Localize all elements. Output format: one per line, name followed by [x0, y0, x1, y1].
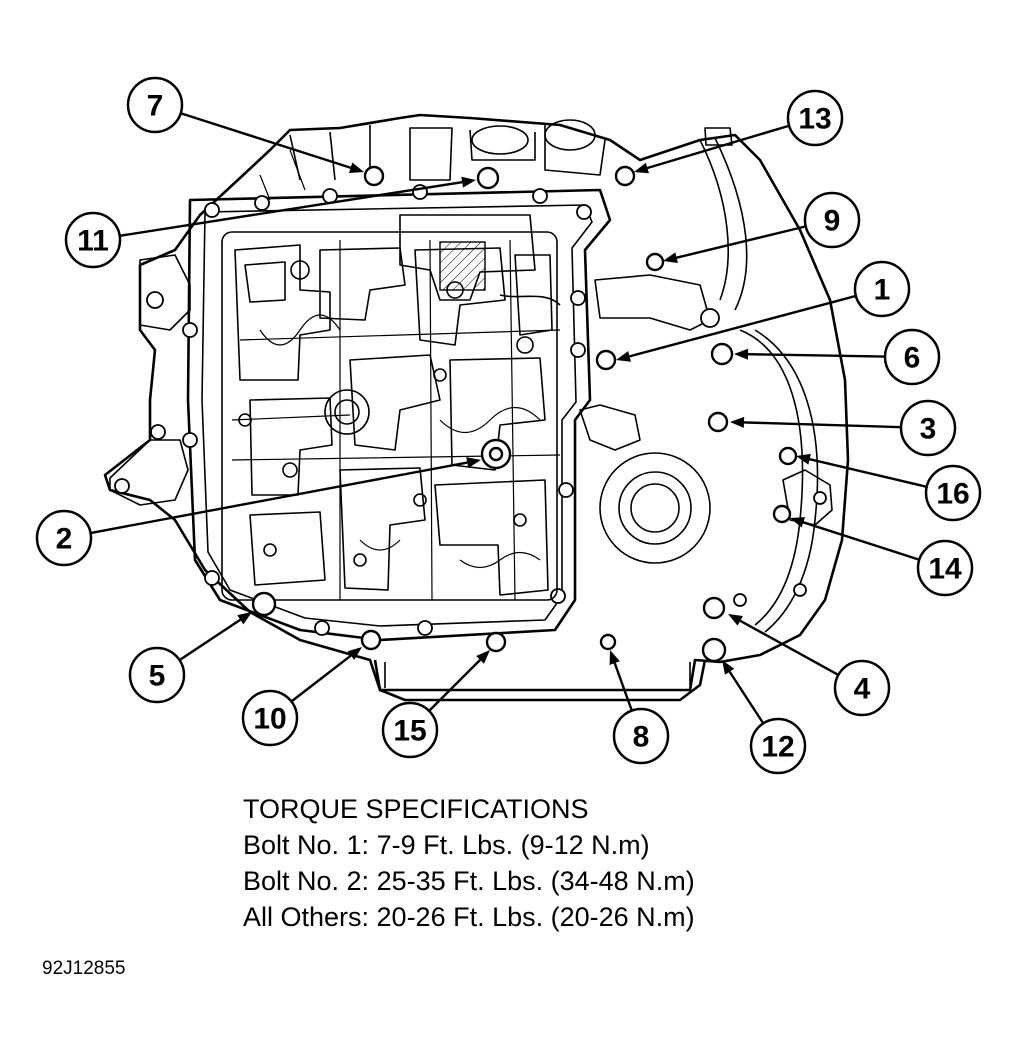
callout-3: 3: [899, 399, 957, 457]
leader-line-5: [178, 618, 241, 662]
figure-id: 92J12855: [42, 958, 126, 979]
arrowhead-1: [616, 351, 631, 362]
arrowhead-15: [476, 650, 490, 664]
callout-circle: [126, 76, 184, 134]
callout-number: 11: [77, 225, 109, 258]
callout-number: 5: [149, 660, 166, 693]
callout-5: 5: [128, 646, 186, 704]
leader-line-11: [119, 180, 463, 238]
callout-1: 1: [853, 260, 911, 318]
arrowhead-6: [734, 348, 749, 360]
callout-8: 8: [612, 707, 670, 765]
callout-number: 7: [147, 90, 164, 123]
arrowhead-11: [461, 176, 476, 188]
arrowhead-8: [609, 650, 620, 666]
leader-line-16: [809, 458, 927, 488]
leader-line-3: [743, 421, 902, 429]
callout-number: 14: [928, 553, 962, 586]
leader-line-9: [676, 225, 807, 259]
callout-circle: [35, 509, 93, 567]
callout-number: 6: [904, 342, 921, 375]
arrowhead-14: [790, 517, 806, 528]
callout-circle: [916, 539, 974, 597]
callout-circle: [853, 260, 911, 318]
callout-circle: [381, 701, 439, 759]
callout-circle: [612, 707, 670, 765]
callout-12: 12: [749, 717, 807, 775]
arrowhead-3: [730, 416, 745, 428]
leader-line-2: [90, 461, 468, 535]
callout-13: 13: [786, 89, 844, 147]
leader-line-14: [802, 521, 920, 561]
torque-spec-line: Bolt No. 1: 7-9 Ft. Lbs. (9-12 N.m): [243, 830, 650, 860]
leader-line-12: [728, 671, 765, 725]
leader-line-8: [613, 662, 633, 712]
torque-spec-line: Bolt No. 2: 25-35 Ft. Lbs. (34-48 N.m): [243, 866, 695, 896]
torque-specifications-heading: TORQUE SPECIFICATIONS: [243, 794, 589, 824]
callout-4: 4: [833, 659, 891, 717]
callout-circle: [786, 89, 844, 147]
arrowhead-13: [634, 162, 649, 174]
torque-spec-line: All Others: 20-26 Ft. Lbs. (20-26 N.m): [243, 902, 695, 932]
callout-number: 2: [56, 523, 73, 556]
leader-line-13: [647, 124, 790, 170]
arrowhead-7: [348, 162, 364, 173]
valve-body-passages: [221, 231, 561, 601]
arrowhead-9: [663, 252, 678, 264]
callout-7: 7: [126, 76, 184, 134]
callout-number: 4: [854, 673, 871, 706]
callout-2: 2: [35, 509, 93, 567]
callout-number: 13: [798, 103, 831, 136]
leader-line-7: [180, 112, 352, 169]
callout-number: 9: [824, 205, 841, 238]
callout-circle: [924, 464, 982, 522]
callout-circle: [241, 689, 299, 747]
arrowhead-12: [722, 660, 735, 675]
callout-number: 16: [936, 478, 969, 511]
callout-number: 10: [253, 703, 286, 736]
callout-circle: [803, 191, 861, 249]
leader-line-4: [739, 619, 839, 676]
bolt-bosses: [251, 165, 798, 663]
callout-number: 15: [393, 715, 426, 748]
arrowhead-4: [728, 614, 743, 626]
arrowhead-2: [466, 457, 481, 468]
transaxle-case: [103, 113, 850, 702]
callout-circle: [883, 328, 941, 386]
callout-circle: [749, 717, 807, 775]
arrowhead-5: [237, 612, 252, 625]
callout-10: 10: [241, 689, 299, 747]
leader-line-1: [629, 294, 857, 358]
callout-circle: [64, 211, 122, 269]
leader-line-6: [747, 353, 886, 358]
callout-number: 8: [633, 721, 650, 754]
callout-11: 11: [64, 211, 122, 269]
callout-6: 6: [883, 328, 941, 386]
flange-holes: [182, 184, 592, 636]
callout-number: 3: [920, 413, 937, 446]
leader-line-15: [428, 659, 481, 712]
arrowhead-10: [347, 647, 362, 660]
callout-circle: [128, 646, 186, 704]
torque-specifications: TORQUE SPECIFICATIONS Bolt No. 1: 7-9 Ft…: [243, 791, 695, 935]
callout-circle: [899, 399, 957, 457]
callout-leaders: [90, 112, 927, 725]
leader-line-10: [290, 654, 352, 703]
callout-9: 9: [803, 191, 861, 249]
arrowhead-16: [796, 453, 811, 465]
callout-15: 15: [381, 701, 439, 759]
callout-16: 16: [924, 464, 982, 522]
callout-number: 12: [761, 731, 794, 764]
callout-number: 1: [874, 274, 891, 307]
callout-14: 14: [916, 539, 974, 597]
callout-circle: [833, 659, 891, 717]
